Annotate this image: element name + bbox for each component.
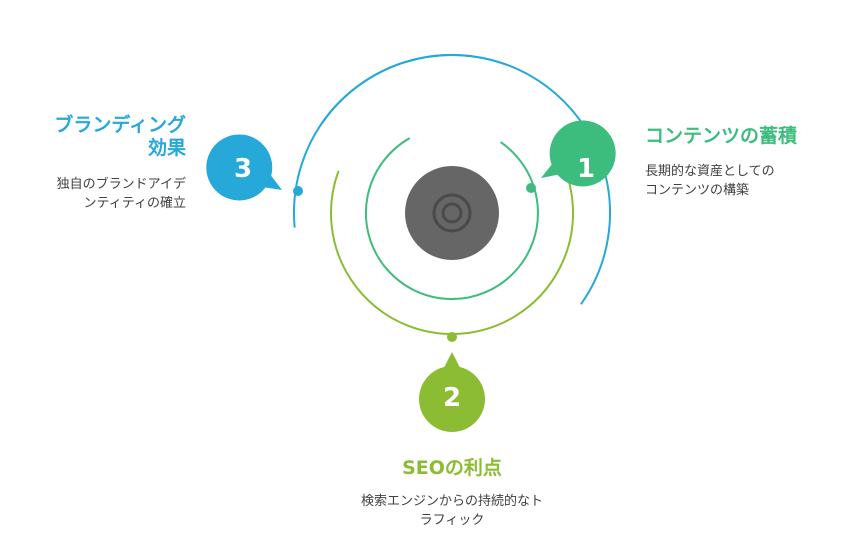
step-2-connector-dot xyxy=(447,332,457,342)
step-3-title-line: ブランディング xyxy=(54,114,186,136)
camera-lens-icon xyxy=(432,193,472,233)
step-1-description-line: 長期的な資産としての xyxy=(645,164,775,179)
outer-ring-segment xyxy=(321,54,507,124)
middle-ring xyxy=(330,151,574,335)
step-3-description-line: ンティティの確立 xyxy=(83,196,186,211)
step-3-badge: 3 xyxy=(206,134,282,201)
step-2-description-line: ラフィック xyxy=(419,513,485,528)
step-3-number: 3 xyxy=(234,154,252,184)
step-2-title: SEOの利点 xyxy=(402,457,502,479)
step-1-description-line: コンテンツの構築 xyxy=(645,183,750,198)
step-2-description-line: 検索エンジンからの持続的なト xyxy=(360,494,543,509)
step-1-badge: 1 xyxy=(541,120,616,187)
inner-ring xyxy=(364,137,539,300)
step-1-connector-dot xyxy=(526,183,536,193)
step-3-title-line: 効果 xyxy=(147,137,186,159)
step-3-title: ブランディング 効果 xyxy=(0,114,186,160)
step-3-description-line: 独自のブランドアイデ xyxy=(56,177,186,192)
step-1-title: コンテンツの蓄積 xyxy=(645,125,798,147)
step-3-connector-dot xyxy=(293,186,303,196)
step-2-description: 検索エンジンからの持続的なト ラフィック xyxy=(312,492,592,530)
step-1-description: 長期的な資産としての コンテンツの構築 xyxy=(645,162,775,200)
step-2-badge: 2 xyxy=(419,352,485,433)
step-2-number: 2 xyxy=(443,383,461,413)
center-disk xyxy=(405,166,499,260)
step-1-number: 1 xyxy=(577,154,595,184)
step-3-description: 独自のブランドアイデ ンティティの確立 xyxy=(0,175,186,213)
